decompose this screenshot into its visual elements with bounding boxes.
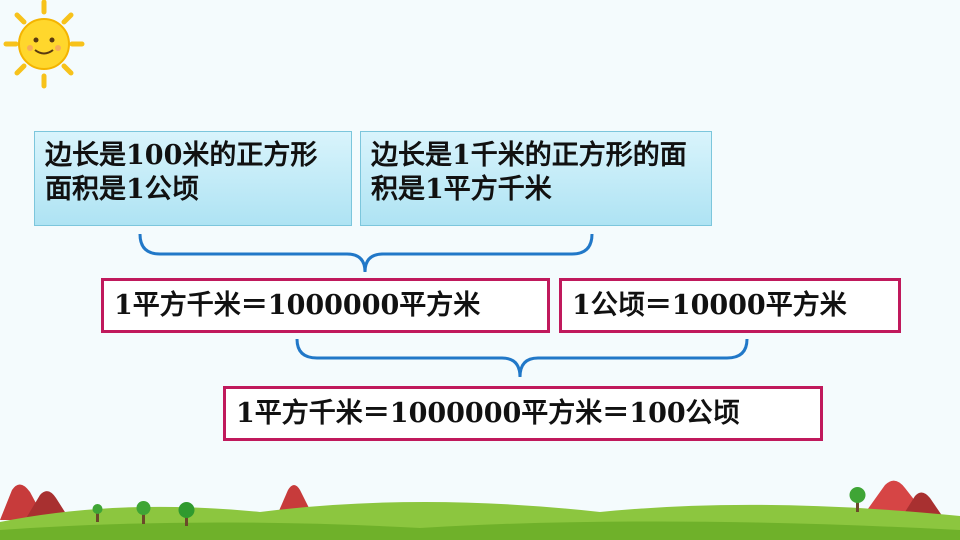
km2-definition-box: 边长是1千米的正方形的面积是1平方千米 [360,131,712,226]
sun-icon [3,0,85,89]
km2-definition-text: 边长是1千米的正方形的面积是1平方千米 [371,140,687,205]
tree-icon [92,487,866,526]
km2-equation-text: 1平方千米＝1000000平方米 [114,290,481,321]
hectare-equation-text: 1公顷＝10000平方米 [572,290,847,321]
hectare-definition-text: 边长是100米的正方形面积是1公顷 [45,140,318,205]
result-equation-text: 1平方千米＝1000000平方米＝100公顷 [236,398,740,429]
result-equation-box: 1平方千米＝1000000平方米＝100公顷 [223,386,823,441]
km2-equation-box: 1平方千米＝1000000平方米 [101,278,550,333]
hectare-equation-box: 1公顷＝10000平方米 [559,278,901,333]
hectare-definition-box: 边长是100米的正方形面积是1公顷 [34,131,352,226]
